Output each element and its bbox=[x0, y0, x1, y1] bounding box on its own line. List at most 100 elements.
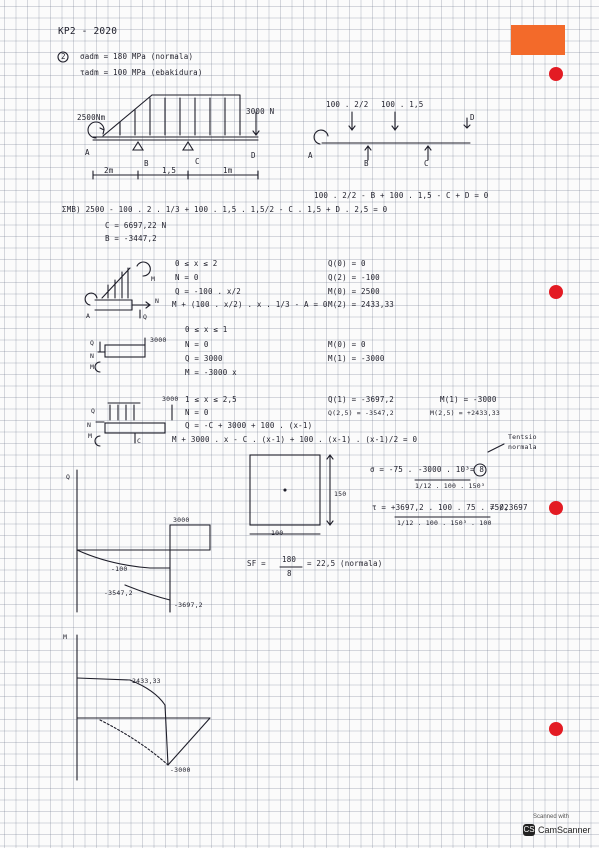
fbd-force-2: 100 . 1,5 bbox=[381, 100, 424, 109]
sec2-range: 0 ≤ x ≤ 1 bbox=[185, 325, 228, 334]
scanned-with-text: Scanned with bbox=[533, 814, 570, 820]
note-pointer bbox=[487, 443, 505, 453]
sec3-q: Q = -C + 3000 + 100 . (x-1) bbox=[185, 421, 313, 430]
section2-sketch bbox=[94, 337, 146, 373]
sec2-q: Q = 3000 bbox=[185, 354, 223, 363]
equilibrium-moments: ΣMB) 2500 - 100 . 2 . 1/3 + 100 . 1,5 . … bbox=[62, 205, 388, 214]
shear-100: -100 bbox=[111, 565, 128, 573]
punch-hole bbox=[549, 67, 563, 81]
sec3-load: 3000 bbox=[162, 395, 179, 403]
span-3: 1m bbox=[223, 166, 233, 175]
sec1-n: N = 0 bbox=[175, 273, 199, 282]
shear-diagram bbox=[76, 469, 211, 613]
course-header: KP2 - 2020 bbox=[58, 26, 118, 37]
shear-3697: -3697,2 bbox=[174, 601, 203, 609]
beam-point-load: 3000 N bbox=[246, 107, 275, 116]
sec3-m25: M(2,5) = +2433,33 bbox=[430, 409, 500, 417]
sec2-n: N = 0 bbox=[185, 340, 209, 349]
sigma-denominator: 1/12 . 100 . 150³ bbox=[415, 482, 485, 490]
reaction-b: B = -3447,2 bbox=[105, 234, 157, 243]
punch-hole bbox=[549, 722, 563, 736]
sigma-lhs: σ = -75 . bbox=[370, 465, 413, 474]
problem-number-circle bbox=[57, 51, 69, 63]
beam-moment-load: 2500Nm bbox=[77, 113, 106, 122]
sec3-lbl-q: Q bbox=[91, 407, 96, 415]
sec2-m1: M(1) = -3000 bbox=[328, 354, 385, 363]
camscanner-watermark: Scanned with CS CamScanner bbox=[521, 814, 591, 840]
tau-numerator: τ = +3697,2 . 100 . 75 . 75/2 bbox=[372, 503, 509, 512]
sec1-m2: M(2) = 2433,33 bbox=[328, 300, 395, 309]
sec2-load: 3000 bbox=[150, 336, 167, 344]
sec1-q0: Q(0) = 0 bbox=[328, 259, 366, 268]
beam-sketch bbox=[87, 94, 260, 180]
sec3-lbl-n: N bbox=[87, 421, 92, 429]
camscanner-logo-icon: CS bbox=[523, 824, 535, 836]
tau-allowable: τadm = 100 MPa (ebakidura) bbox=[80, 68, 203, 77]
fbd-d: D bbox=[470, 113, 475, 122]
sf-numerator: 180 bbox=[282, 555, 297, 564]
sigma-allowable: σadm = 180 MPa (normala) bbox=[80, 52, 194, 61]
shear-3547: -3547,2 bbox=[104, 589, 133, 597]
sf-result: = 22,5 (normala) bbox=[307, 559, 383, 568]
sec1-m: M + (100 . x/2) . x . 1/3 - A = 0 bbox=[172, 300, 328, 309]
punch-hole bbox=[549, 285, 563, 299]
section-height: 150 bbox=[334, 490, 347, 498]
sec1-lbl-m: M bbox=[151, 275, 156, 283]
cross-section-rect bbox=[249, 454, 334, 535]
sec1-q2: Q(2) = -100 bbox=[328, 273, 380, 282]
sec3-m1: M(1) = -3000 bbox=[440, 395, 497, 404]
punch-hole bbox=[549, 501, 563, 515]
fbd-a: A bbox=[308, 151, 313, 160]
orange-index-tab bbox=[511, 25, 565, 55]
sec1-lbl-q: Q bbox=[143, 313, 148, 321]
moment-axis-label: M bbox=[63, 633, 68, 641]
sec2-lbl-m: M bbox=[90, 363, 95, 371]
equilibrium-forces: 100 . 2/2 - B + 100 . 1,5 - C + D = 0 bbox=[314, 191, 489, 200]
fbd-force-1: 100 . 2/2 bbox=[326, 100, 369, 109]
sf-denominator: 8 bbox=[287, 569, 292, 578]
moment-diagram bbox=[76, 634, 211, 781]
sec1-lbl-n: N bbox=[155, 297, 160, 305]
problem-number: 2 bbox=[61, 52, 66, 61]
span-1: 2m bbox=[104, 166, 114, 175]
moment-2433: 2433,33 bbox=[132, 677, 161, 685]
support-c: C bbox=[195, 157, 200, 166]
fbd-c: C bbox=[424, 159, 429, 168]
reaction-c: C = 6697,22 N bbox=[105, 221, 167, 230]
sf-lhs: SF = bbox=[247, 559, 266, 568]
sec3-m: M + 3000 . x - C . (x-1) + 100 . (x-1) .… bbox=[172, 435, 418, 444]
sec3-q25: Q(2,5) = -3547,2 bbox=[328, 409, 394, 417]
sec1-range: 0 ≤ x ≤ 2 bbox=[175, 259, 218, 268]
sec3-lbl-c: C bbox=[137, 437, 142, 445]
note-tentsio: Tentsio bbox=[508, 433, 537, 441]
section-width: 100 bbox=[271, 529, 284, 537]
span-2: 1,5 bbox=[162, 166, 177, 175]
sec2-m0: M(0) = 0 bbox=[328, 340, 366, 349]
sigma-numerator: -3000 . 10³ bbox=[418, 465, 470, 474]
shear-3000: 3000 bbox=[173, 516, 190, 524]
sec1-lbl-a: A bbox=[86, 312, 91, 320]
support-d: D bbox=[251, 151, 256, 160]
result-circle bbox=[473, 463, 487, 477]
tau-denominator: 1/12 . 100 . 150³ . 100 bbox=[397, 519, 492, 527]
moment-3000: -3000 bbox=[170, 766, 191, 774]
sec3-n: N = 0 bbox=[185, 408, 209, 417]
sec2-lbl-n: N bbox=[90, 352, 95, 360]
note-normala: normala bbox=[508, 443, 537, 451]
shear-axis-label: Q bbox=[66, 473, 71, 481]
section1-sketch bbox=[84, 261, 151, 319]
camscanner-name: CamScanner bbox=[538, 825, 591, 835]
fbd-b: B bbox=[364, 159, 369, 168]
sec3-lbl-m: M bbox=[88, 432, 93, 440]
sec3-range: 1 ≤ x ≤ 2,5 bbox=[185, 395, 237, 404]
sec3-q1: Q(1) = -3697,2 bbox=[328, 395, 395, 404]
sec1-m0: M(0) = 2500 bbox=[328, 287, 380, 296]
support-a: A bbox=[85, 148, 90, 157]
sec1-q: Q = -100 . x/2 bbox=[175, 287, 242, 296]
free-body-sketch bbox=[313, 111, 471, 161]
sec2-m: M = -3000 x bbox=[185, 368, 237, 377]
section3-sketch bbox=[94, 402, 173, 447]
sec2-lbl-q: Q bbox=[90, 339, 95, 347]
